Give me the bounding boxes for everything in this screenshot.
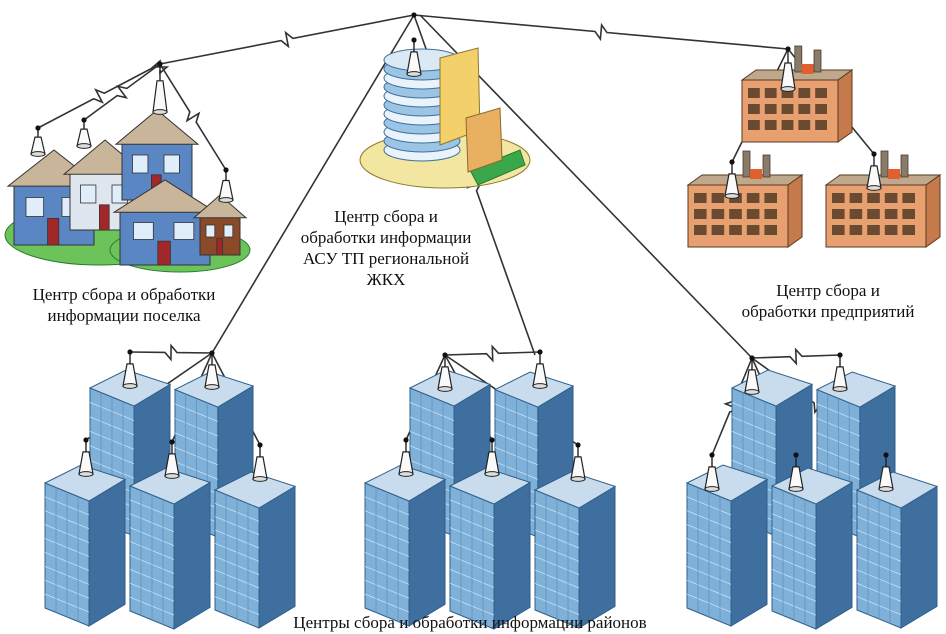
radio-link (129, 343, 213, 362)
antenna-icon (532, 349, 548, 389)
antenna-icon (744, 355, 760, 395)
antenna-icon (252, 442, 268, 482)
radio-link (211, 14, 415, 354)
antenna-icon (780, 46, 796, 92)
factory (740, 45, 854, 143)
house (192, 194, 248, 256)
radio-link (444, 344, 541, 363)
district-centers-label: Центры сбора и обработки информации райо… (293, 613, 647, 632)
antenna-icon (724, 159, 740, 199)
antenna-icon (878, 452, 894, 492)
factory (686, 150, 804, 248)
antenna-icon (832, 352, 848, 392)
village-center-label: Центр сбора и обработки информации посел… (32, 285, 216, 325)
antenna-icon (78, 437, 94, 477)
office-tower (213, 471, 297, 629)
buildings (4, 45, 942, 630)
antenna-icon (866, 151, 882, 191)
antenna-icon (406, 37, 422, 77)
office-tower (685, 464, 769, 627)
office-tower (363, 464, 447, 627)
office-tower (533, 471, 617, 629)
antenna-icon (484, 437, 500, 477)
antenna-icon (164, 439, 180, 479)
regional-center-label: Центр сбора и обработки информации АСУ Т… (300, 207, 472, 289)
office-tower (448, 467, 532, 630)
antenna-icon (152, 61, 168, 115)
radio-link (37, 63, 161, 129)
office-tower (770, 467, 854, 630)
office-tower (128, 467, 212, 630)
hub-point (411, 12, 417, 18)
office-tower (43, 464, 127, 627)
antennas (30, 12, 894, 492)
antenna-icon (122, 349, 138, 389)
antenna-icon (437, 352, 453, 392)
antenna-icon (218, 167, 234, 203)
antenna-icon (788, 452, 804, 492)
antenna-icon (570, 442, 586, 482)
radio-link (413, 14, 789, 50)
radio-link (159, 14, 415, 65)
office-tower (855, 471, 939, 629)
antenna-icon (30, 125, 46, 157)
regional-center-building (359, 47, 531, 189)
radio-link (751, 347, 841, 366)
radio-link (159, 63, 227, 171)
house (112, 179, 218, 266)
antenna-icon (204, 350, 220, 390)
antenna-icon (704, 452, 720, 492)
factory (824, 150, 942, 248)
enterprise-center-label: Центр сбора и обработки предприятий (741, 281, 915, 321)
antenna-icon (76, 117, 92, 149)
antenna-icon (398, 437, 414, 477)
radio-link (83, 63, 161, 121)
